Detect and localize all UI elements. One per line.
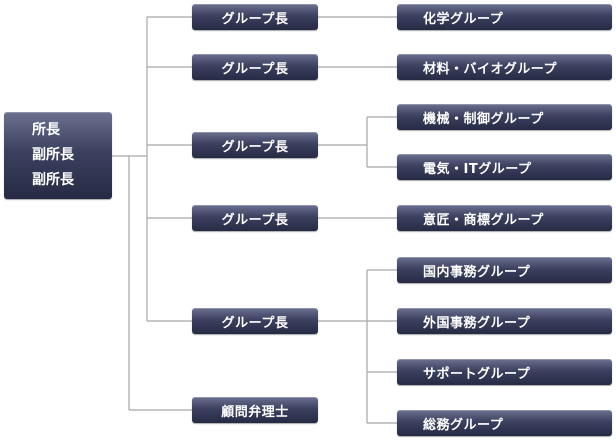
group-box-foreign-affairs: 外国事務グループ [397,308,612,334]
group-box-general-affairs: 総務グループ [397,410,612,436]
manager-label: グループ長 [221,11,289,27]
group-box-electrical-it: 電気・ITグループ [397,154,612,180]
head-line-director: 所長 [32,122,60,138]
manager-box-2: グループ長 [192,54,318,80]
head-line-deputy-1: 副所長 [32,147,74,163]
manager-label: グループ長 [221,212,289,228]
manager-box-1: グループ長 [192,4,318,30]
manager-box-4: グループ長 [192,205,318,231]
head-line-deputy-2: 副所長 [32,172,74,188]
group-label: 意匠・商標グループ [423,212,544,228]
advisor-label: 顧問弁理士 [221,404,289,420]
group-label: 機械・制御グループ [423,111,544,127]
group-box-design-trademark: 意匠・商標グループ [397,205,612,231]
group-box-chemistry: 化学グループ [397,4,612,30]
head-box: 所長 副所長 副所長 [4,112,112,199]
group-label: 電気・ITグループ [423,161,532,177]
group-box-support: サポートグループ [397,359,612,385]
group-label: 総務グループ [423,417,504,433]
group-label: 化学グループ [423,11,504,27]
manager-label: グループ長 [221,139,289,155]
manager-box-3: グループ長 [192,132,318,158]
group-label: 国内事務グループ [423,264,531,280]
manager-label: グループ長 [221,61,289,77]
group-box-mechanical-control: 機械・制御グループ [397,104,612,130]
manager-box-5: グループ長 [192,308,318,334]
manager-label: グループ長 [221,315,289,331]
group-box-domestic-affairs: 国内事務グループ [397,257,612,283]
group-box-materials-bio: 材料・バイオグループ [397,54,612,80]
advisor-box: 顧問弁理士 [192,397,318,423]
group-label: 材料・バイオグループ [423,61,557,77]
group-label: 外国事務グループ [423,315,531,331]
group-label: サポートグループ [423,366,531,382]
